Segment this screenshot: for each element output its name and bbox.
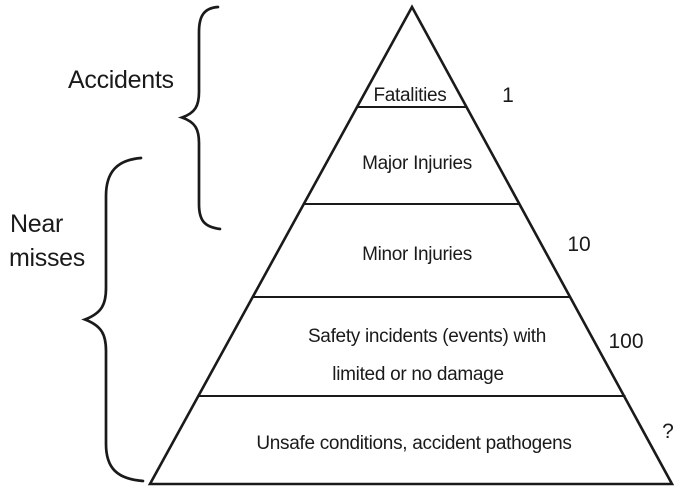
tier-label-unsafe-conditions: Unsafe conditions, accident pathogens <box>256 433 571 454</box>
pyramid-outline <box>147 4 675 486</box>
count-unsafe-conditions: ? <box>662 420 674 443</box>
tier-label-major-injuries: Major Injuries <box>362 153 472 174</box>
count-safety-incidents: 100 <box>608 330 643 353</box>
tier-label-safety-incidents-line2: limited or no damage <box>332 364 503 385</box>
count-fatalities: 1 <box>502 84 514 107</box>
tier-label-fatalities: Fatalities <box>373 85 446 106</box>
near-misses-label-line2: misses <box>9 244 85 272</box>
accidents-label: Accidents <box>68 66 174 94</box>
count-minor-injuries: 10 <box>567 233 590 256</box>
tier-label-minor-injuries: Minor Injuries <box>362 244 472 265</box>
near-misses-brace <box>81 156 145 483</box>
tier-label-safety-incidents-line1: Safety incidents (events) with <box>308 326 546 347</box>
near-misses-label-line1: Near <box>10 210 63 238</box>
accidents-brace <box>177 5 222 231</box>
